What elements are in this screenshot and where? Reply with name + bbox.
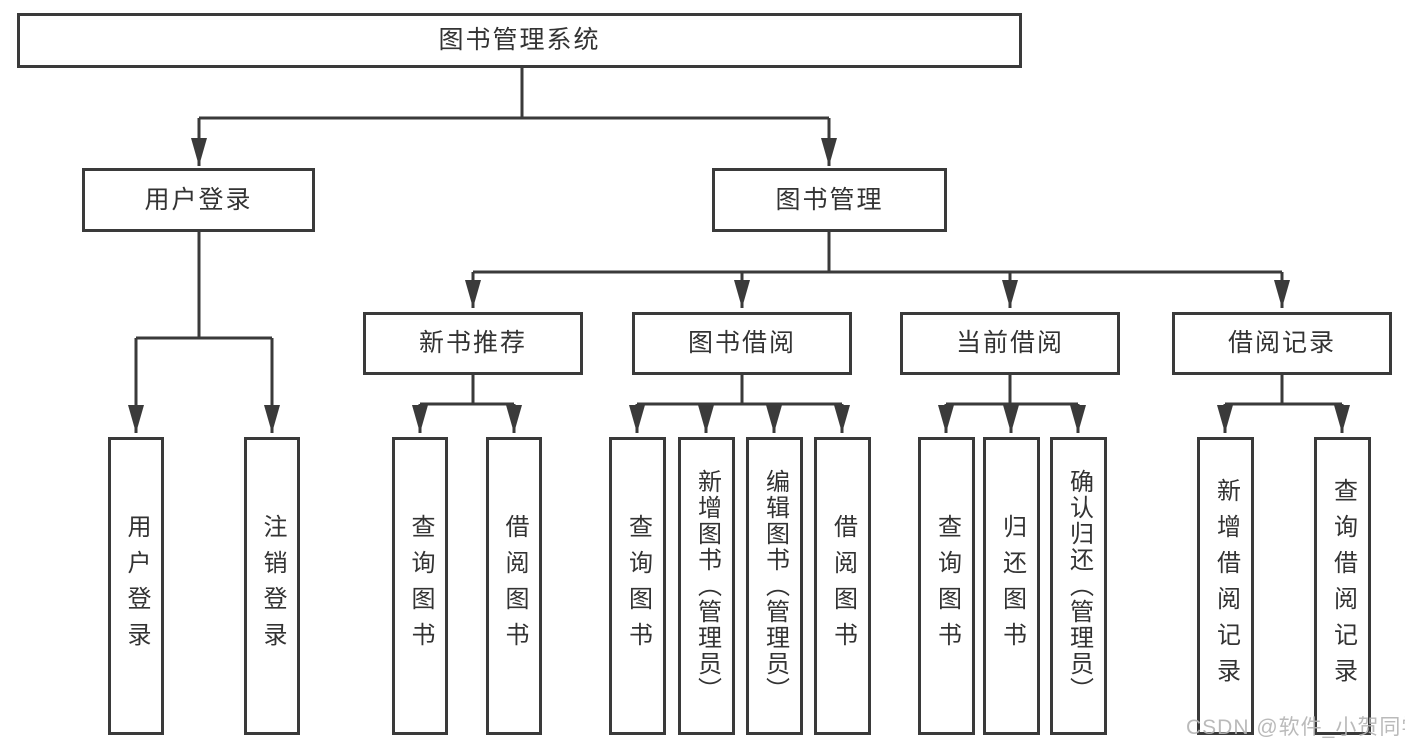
- leaf-label: 查询图书: [933, 514, 961, 658]
- leaf-label: 确认归还（管理员）: [1065, 469, 1093, 703]
- watermark: CSDN @软件_小贺同学: [1186, 716, 1405, 739]
- node-leaf-bb-add: 新增图书（管理员）: [678, 437, 735, 735]
- node-leaf-cb-return: 归还图书: [983, 437, 1040, 735]
- node-book-mgmt-label: 图书管理: [775, 185, 884, 214]
- leaf-label: 注销登录: [259, 514, 286, 658]
- node-leaf-cb-confirm: 确认归还（管理员）: [1050, 437, 1107, 735]
- connector-new-books-branch: [420, 375, 514, 406]
- node-borrow-records: 借阅记录: [1172, 312, 1392, 375]
- connector-book-borrow-branch: [637, 375, 842, 406]
- node-root: 图书管理系统: [17, 13, 1022, 68]
- leaf-label: 编辑图书（管理员）: [761, 469, 789, 703]
- node-book-borrow: 图书借阅: [632, 312, 852, 375]
- connector-borrow-records-branch: [1225, 375, 1342, 406]
- node-borrow-records-label: 借阅记录: [1227, 329, 1336, 357]
- leaf-label: 用户登录: [123, 514, 150, 658]
- node-leaf-user-login: 用户登录: [108, 437, 164, 735]
- node-leaf-nb-borrow: 借阅图书: [486, 437, 542, 735]
- node-root-label: 图书管理系统: [438, 26, 601, 54]
- connector-book-mgmt-branch: [473, 232, 1282, 274]
- leaf-label: 查询图书: [407, 514, 434, 658]
- node-leaf-cb-query: 查询图书: [918, 437, 975, 735]
- node-user-login: 用户登录: [82, 168, 315, 232]
- leaf-label: 归还图书: [998, 514, 1026, 658]
- leaf-label: 新增图书（管理员）: [693, 469, 721, 703]
- node-book-borrow-label: 图书借阅: [687, 329, 796, 357]
- node-current-borrow-label: 当前借阅: [955, 329, 1064, 357]
- node-leaf-bb-edit: 编辑图书（管理员）: [746, 437, 803, 735]
- node-leaf-logout: 注销登录: [244, 437, 300, 735]
- leaf-label: 借阅图书: [829, 514, 857, 658]
- leaf-label: 新增借阅记录: [1212, 478, 1240, 694]
- node-new-books-label: 新书推荐: [418, 329, 527, 357]
- node-leaf-bb-borrow: 借阅图书: [814, 437, 871, 735]
- node-current-borrow: 当前借阅: [900, 312, 1120, 375]
- connector-user-login-branch: [136, 232, 272, 340]
- node-book-mgmt: 图书管理: [712, 168, 947, 232]
- connector-root-branch: [199, 67, 829, 120]
- node-user-login-label: 用户登录: [144, 185, 253, 214]
- leaf-label: 查询借阅记录: [1329, 478, 1357, 694]
- node-leaf-bb-query: 查询图书: [609, 437, 666, 735]
- node-new-books: 新书推荐: [363, 312, 583, 375]
- leaf-label: 查询图书: [624, 514, 652, 658]
- node-leaf-br-query: 查询借阅记录: [1314, 437, 1371, 735]
- node-leaf-br-add: 新增借阅记录: [1197, 437, 1254, 735]
- node-leaf-nb-query: 查询图书: [392, 437, 448, 735]
- connector-current-borrow-branch: [946, 375, 1078, 406]
- leaf-label: 借阅图书: [501, 514, 528, 658]
